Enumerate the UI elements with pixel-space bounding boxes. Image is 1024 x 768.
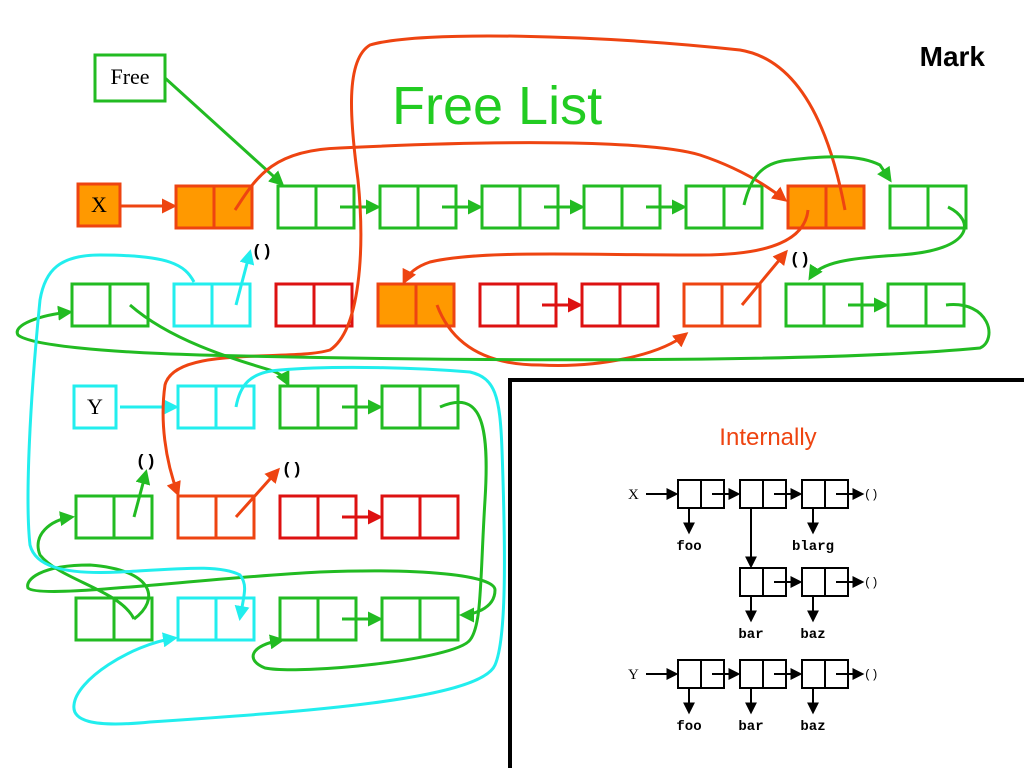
inset-title: Internally — [719, 424, 816, 451]
inset-symbol: bar — [738, 719, 763, 735]
cons-cell — [70, 282, 150, 328]
pointer-arrow — [251, 401, 488, 672]
cons-cell — [786, 184, 866, 230]
cons-cell — [380, 384, 460, 430]
pointer-arrow — [163, 76, 285, 187]
pointer-arrow — [36, 511, 136, 620]
cons-cell — [580, 282, 660, 328]
pointer-arrow — [129, 303, 290, 387]
pointer-arrow — [15, 303, 991, 362]
pointer-arrow — [72, 365, 506, 726]
free-label-box: Free — [93, 53, 167, 103]
mark-heading: Mark — [920, 41, 986, 72]
nil-marker: () — [790, 251, 810, 270]
cons-cell — [176, 494, 256, 540]
x-label-box: X — [76, 182, 122, 228]
inset-nil: () — [864, 488, 878, 502]
cons-cell — [74, 596, 154, 642]
cons-cell — [274, 282, 354, 328]
inset-symbol: foo — [676, 719, 701, 735]
inset-nil: () — [864, 576, 878, 590]
cons-cell — [174, 184, 254, 230]
pointer-arrow — [402, 209, 810, 285]
inset-symbol: foo — [676, 539, 701, 555]
cons-cell — [684, 184, 764, 230]
pointer-arrow — [26, 563, 497, 623]
inset-nil: () — [864, 668, 878, 682]
inset-y-label: Y — [628, 667, 639, 683]
cons-cell — [682, 282, 762, 328]
pointer-arrow — [26, 253, 250, 621]
inset-symbol: baz — [800, 719, 825, 735]
free-list-title: Free List — [392, 76, 602, 136]
free-label: Free — [110, 64, 149, 89]
cons-cell — [176, 384, 256, 430]
inset-symbol: bar — [738, 627, 763, 643]
x-label: X — [91, 192, 107, 217]
nil-marker: () — [136, 453, 156, 472]
pointer-arrow — [740, 249, 788, 306]
inset-symbol: blarg — [792, 539, 834, 555]
pointer-arrow — [742, 155, 892, 206]
cons-cell — [380, 494, 460, 540]
inset-x-label: X — [628, 487, 639, 503]
cons-cell — [888, 184, 968, 230]
y-label: Y — [87, 394, 103, 419]
nil-marker: () — [252, 243, 272, 262]
pointer-arrow — [234, 249, 255, 306]
pointer-arrow — [808, 205, 966, 281]
pointer-arrow — [234, 467, 280, 518]
inset-symbol: baz — [800, 627, 825, 643]
cons-cell — [886, 282, 966, 328]
pointer-arrow — [435, 304, 689, 367]
pointer-arrow — [233, 141, 788, 211]
pointer-arrow — [132, 469, 151, 518]
cons-cell — [376, 282, 456, 328]
cons-cell — [74, 494, 154, 540]
internally-inset: Internally X () foo blarg () bar baz Y — [508, 378, 1024, 768]
nil-marker: () — [282, 461, 302, 480]
y-label-box: Y — [72, 384, 118, 430]
pointer-arrow — [161, 34, 847, 497]
cons-cell — [380, 596, 460, 642]
